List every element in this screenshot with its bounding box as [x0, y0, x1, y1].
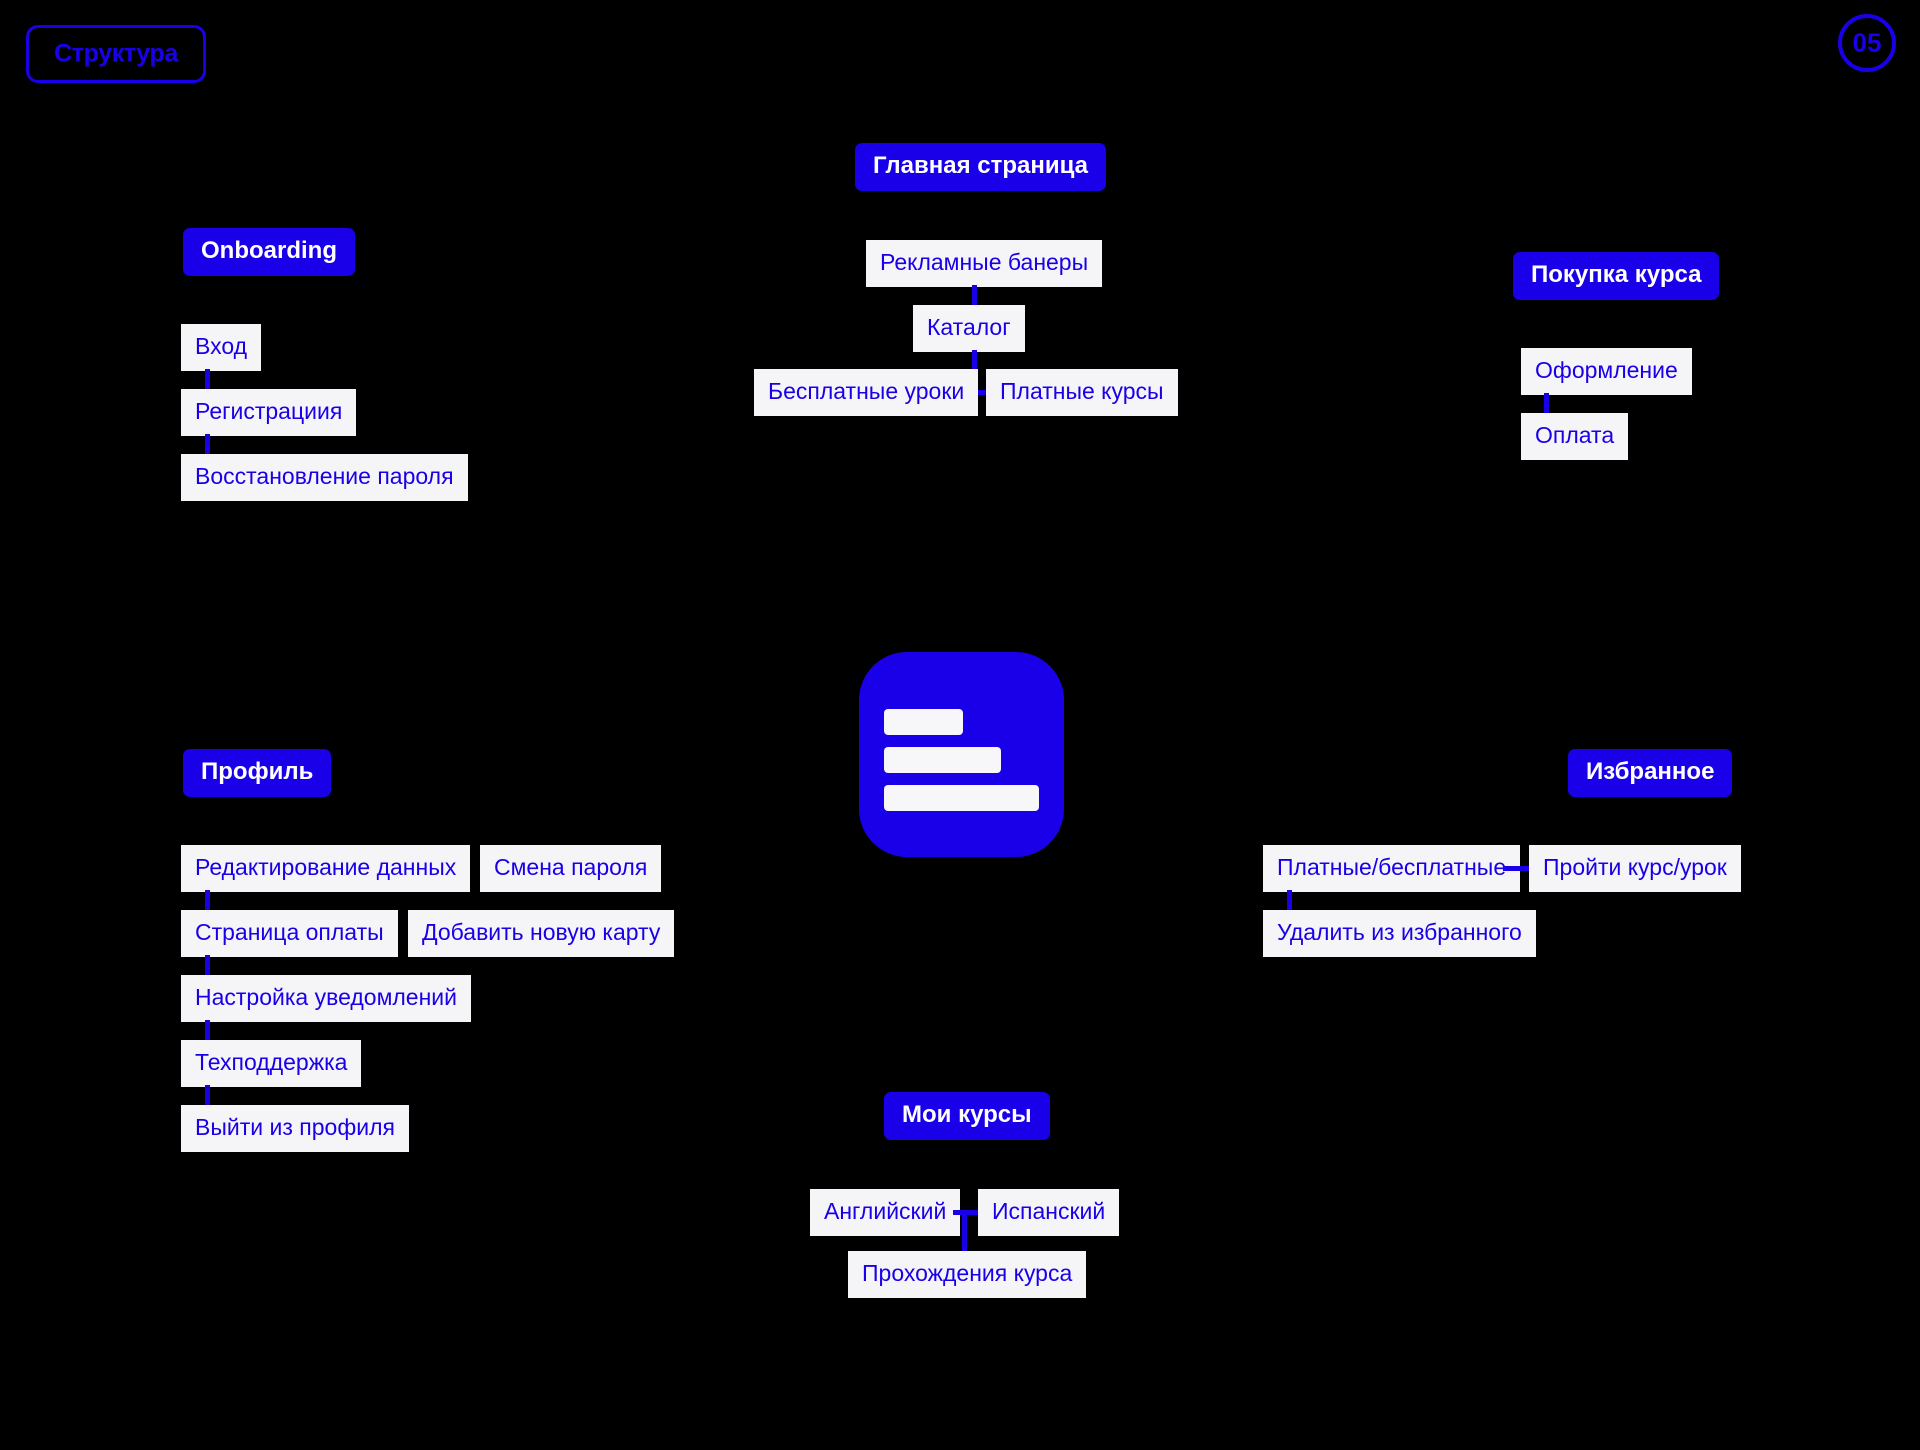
connector-courses-1: [953, 1210, 983, 1215]
node-courses-progress[interactable]: Прохождения курса: [848, 1251, 1087, 1298]
connector-profile-1: [205, 890, 210, 917]
node-onboarding-login[interactable]: Вход: [181, 324, 262, 371]
node-courses-english[interactable]: Английский: [810, 1189, 961, 1236]
group-header-favorites: Избранное: [1568, 749, 1733, 797]
node-onboarding-register[interactable]: Регистрациия: [181, 389, 357, 436]
app-logo-icon: [859, 652, 1064, 857]
page-number-text: 05: [1852, 27, 1882, 58]
connector-main-1: [972, 285, 977, 312]
node-main-free-lessons[interactable]: Бесплатные уроки: [754, 369, 979, 416]
connector-profile-2: [205, 955, 210, 982]
group-header-my-courses: Мои курсы: [884, 1092, 1050, 1140]
node-purchase-payment[interactable]: Оплата: [1521, 413, 1629, 460]
node-profile-payment-page[interactable]: Страница оплаты: [181, 910, 398, 957]
node-favorites-paid-free[interactable]: Платные/бесплатные: [1263, 845, 1521, 892]
logo-bar-2: [884, 747, 1001, 773]
node-profile-logout[interactable]: Выйти из профиля: [181, 1105, 409, 1152]
node-favorites-remove[interactable]: Удалить из избранного: [1263, 910, 1536, 957]
group-header-main-page: Главная страница: [855, 143, 1107, 191]
node-profile-notifications[interactable]: Настройка уведомлений: [181, 975, 471, 1022]
page-number-badge: 05: [1838, 14, 1896, 72]
node-profile-support[interactable]: Техподдержка: [181, 1040, 362, 1087]
node-profile-edit-data[interactable]: Редактирование данных: [181, 845, 471, 892]
logo-bar-3: [884, 785, 1039, 811]
group-header-onboarding: Onboarding: [183, 228, 355, 276]
node-main-ad-banners[interactable]: Рекламные банеры: [866, 240, 1103, 287]
group-header-profile: Профиль: [183, 749, 332, 797]
connector-favorites-1: [1503, 866, 1533, 871]
connector-favorites-2: [1287, 890, 1292, 917]
connector-profile-3: [205, 1020, 210, 1047]
node-main-catalog[interactable]: Каталог: [913, 305, 1025, 352]
connector-profile-4: [205, 1085, 210, 1112]
connector-courses-2: [962, 1210, 967, 1260]
node-courses-spanish[interactable]: Испанский: [978, 1189, 1120, 1236]
connector-onboarding-2: [205, 434, 210, 461]
page-title: Структура: [54, 39, 178, 68]
node-profile-add-card[interactable]: Добавить новую карту: [408, 910, 675, 957]
node-onboarding-password-recovery[interactable]: Восстановление пароля: [181, 454, 468, 501]
page-title-frame: Структура: [26, 25, 206, 83]
node-main-paid-courses[interactable]: Платные курсы: [986, 369, 1178, 416]
connector-onboarding-1: [205, 369, 210, 396]
node-profile-change-password[interactable]: Смена пароля: [480, 845, 662, 892]
group-header-course-purchase: Покупка курса: [1513, 252, 1720, 300]
node-favorites-take-course[interactable]: Пройти курс/урок: [1529, 845, 1741, 892]
logo-bar-1: [884, 709, 963, 735]
connector-purchase-1: [1544, 393, 1549, 420]
node-purchase-checkout[interactable]: Оформление: [1521, 348, 1692, 395]
